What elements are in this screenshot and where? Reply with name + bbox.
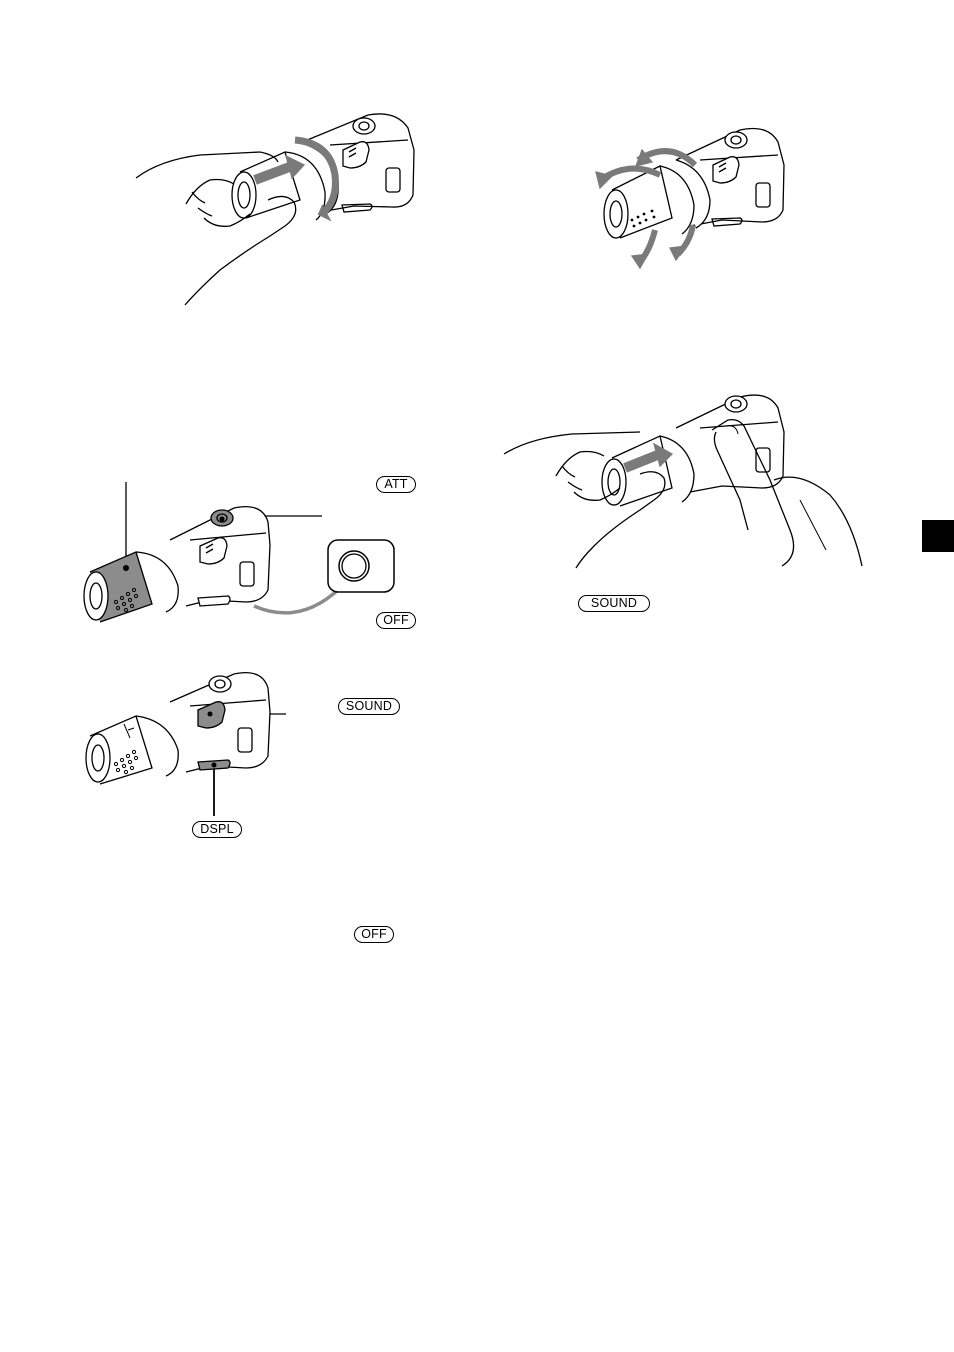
figure-hand-sound-press: [500, 385, 870, 575]
sound-button-label-right: SOUND: [578, 595, 650, 612]
off-button-label-bottom: OFF: [354, 926, 394, 943]
dspl-button-label: DSPL: [192, 821, 242, 838]
att-button-label: ATT: [376, 476, 416, 493]
figure-sound-dspl-buttons: [80, 668, 300, 818]
figure-dial-rotate: [590, 120, 790, 270]
figure-hand-press-turn: [120, 100, 430, 320]
sound-button-label-left: SOUND: [338, 698, 400, 715]
figure-att-button: [80, 478, 400, 628]
off-button-label-top: OFF: [376, 612, 416, 629]
section-tab: [922, 520, 954, 552]
